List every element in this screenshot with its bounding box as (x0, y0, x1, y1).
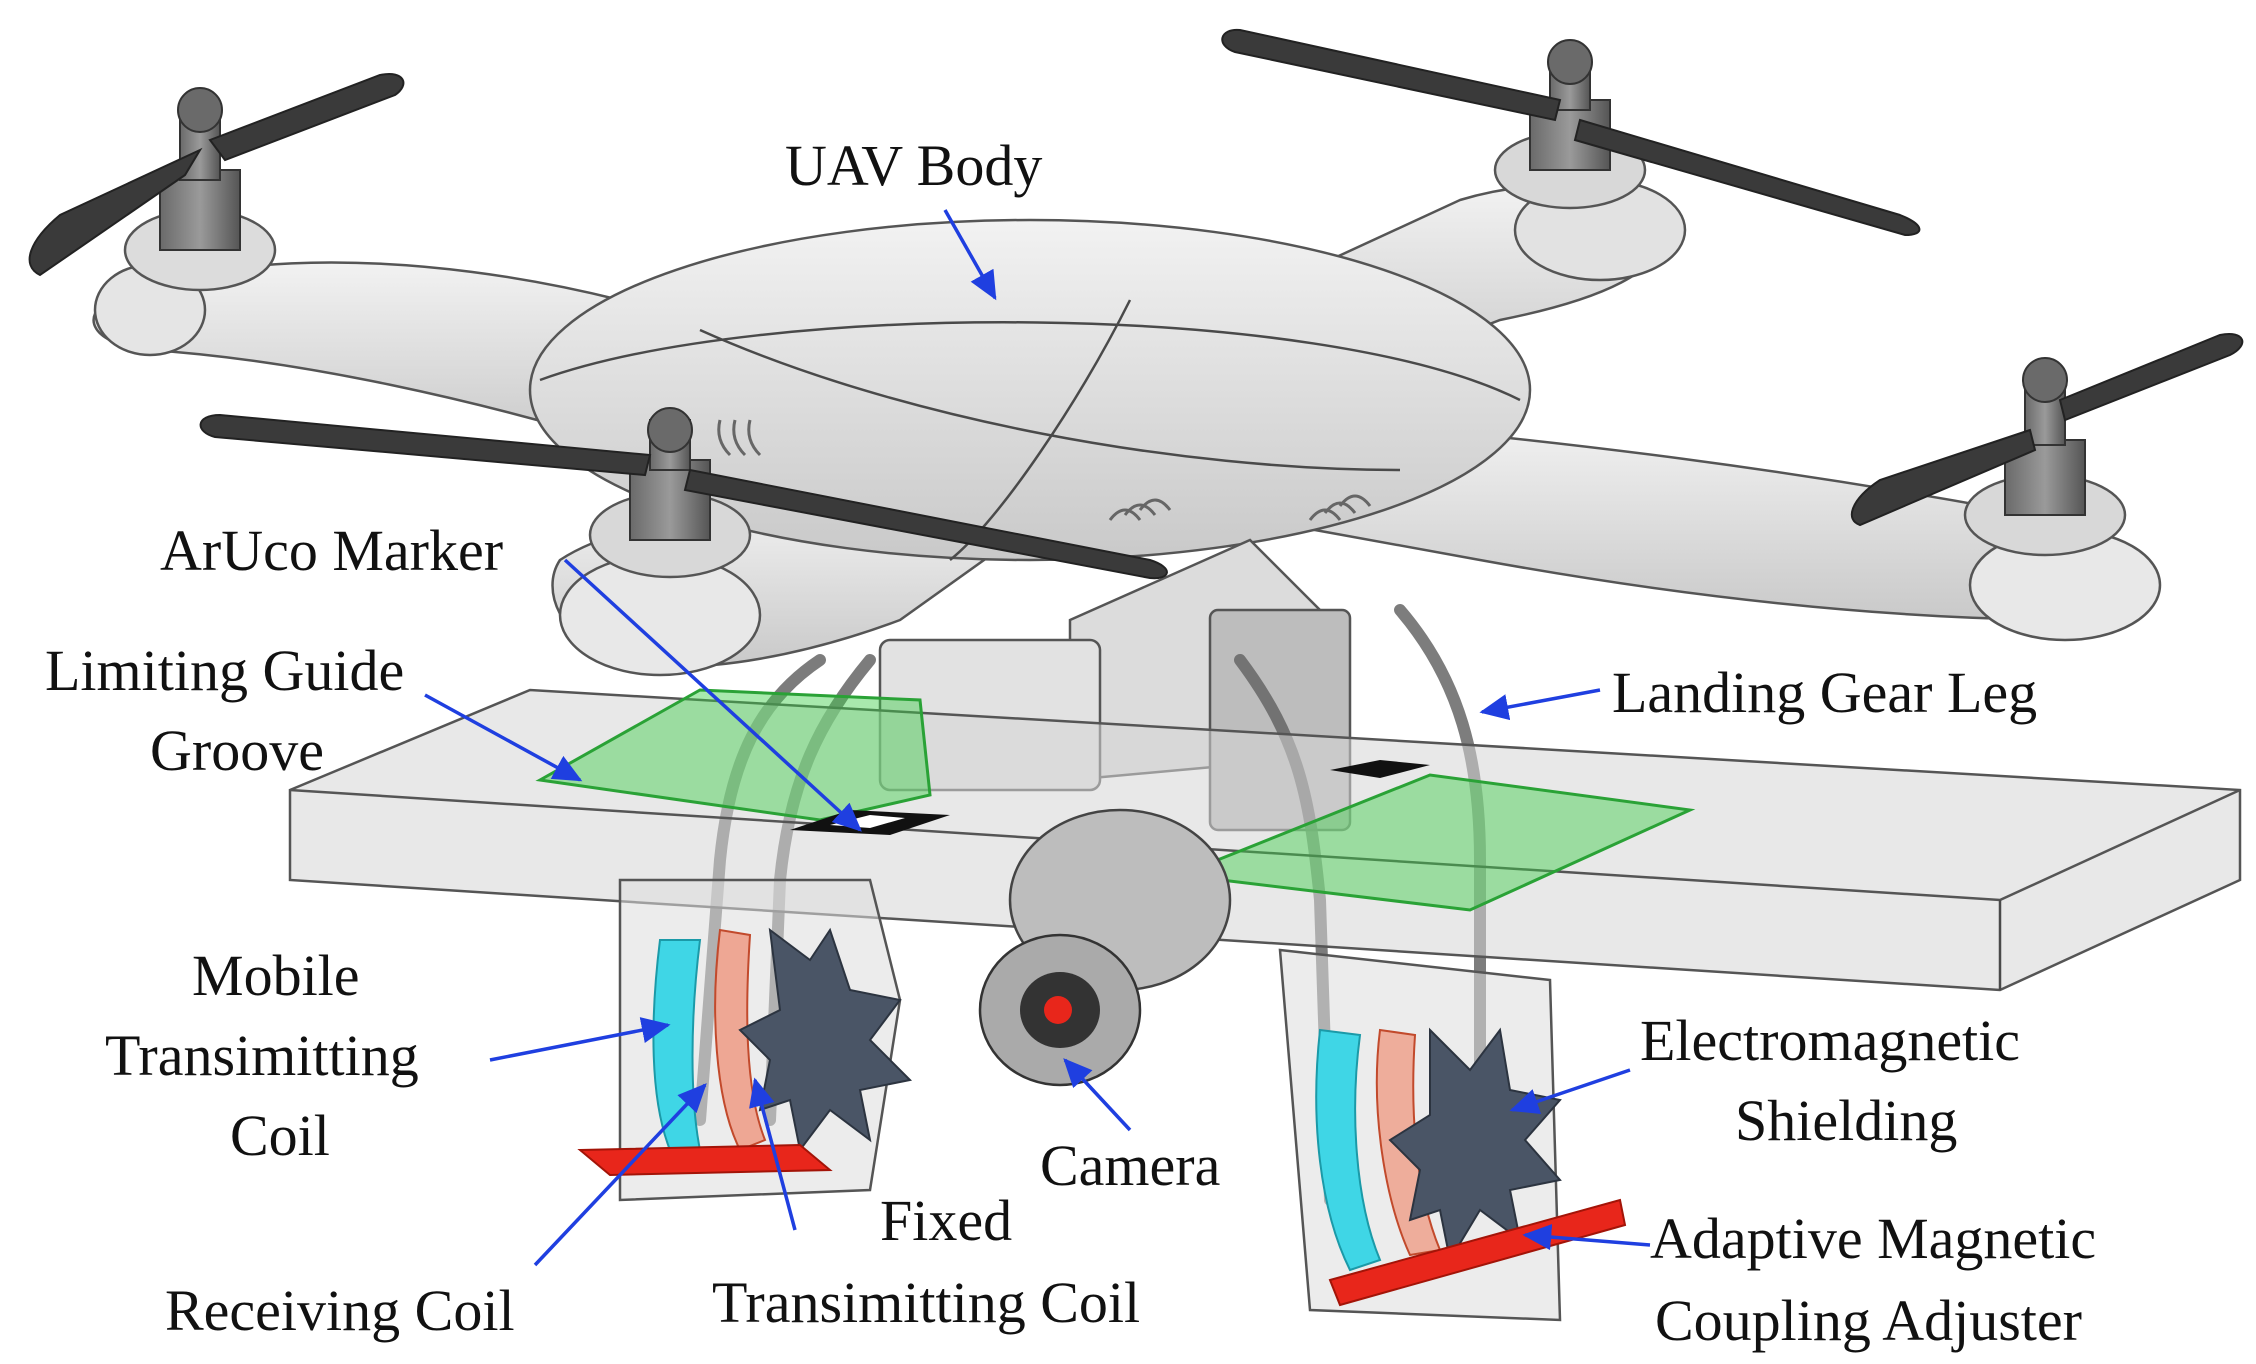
propeller-front-left-b (208, 73, 405, 162)
label-landing-gear-leg: Landing Gear Leg (1612, 660, 2037, 725)
camera-lens (1044, 996, 1072, 1024)
label-fixed-coil-2: Transimitting Coil (712, 1270, 1140, 1335)
label-electromagnetic-shielding-1: Electromagnetic (1640, 1008, 2020, 1073)
propeller-front-b (683, 468, 1168, 580)
arrow-limiting-guide-groove (424, 693, 583, 782)
propeller-right-b (2058, 333, 2244, 422)
motor-front-left (93, 87, 277, 357)
propeller-front-left-a (28, 147, 203, 277)
arrow-fixed-coil (749, 1077, 797, 1231)
label-aruco-marker: ArUco Marker (160, 518, 503, 583)
annotation-arrows (424, 209, 1651, 1267)
label-electromagnetic-shielding-2: Shielding (1735, 1088, 1957, 1153)
arrow-landing-gear-leg (1479, 688, 1601, 721)
vent-slots (717, 419, 1372, 521)
guide-groove-right (1179, 773, 1696, 912)
arrow-uav-body (943, 209, 997, 301)
labels: UAV Body ArUco Marker Limiting Guide Gro… (45, 133, 2096, 1353)
left-coil-module (577, 878, 913, 1202)
arrow-adjuster (1522, 1224, 1651, 1251)
guide-groove-left (535, 688, 932, 822)
motor-front (558, 407, 762, 677)
label-limiting-guide-groove-2: Groove (150, 718, 324, 783)
label-receiving-coil: Receiving Coil (165, 1278, 515, 1343)
label-adjuster-2: Coupling Adjuster (1655, 1288, 2082, 1353)
arrow-mobile-coil (489, 1017, 671, 1062)
camera-gimbal (978, 808, 1232, 1087)
central-hull (528, 218, 1532, 562)
propeller-back-right-a (1221, 28, 1562, 122)
label-fixed-coil-1: Fixed (880, 1188, 1012, 1253)
label-mobile-coil-2: Transimitting (105, 1023, 419, 1088)
propeller-front-a (199, 413, 652, 477)
motor-right (1963, 357, 2162, 642)
label-adjuster-1: Adaptive Magnetic (1650, 1206, 2096, 1271)
label-mobile-coil-3: Coil (230, 1103, 330, 1168)
adjuster-left (577, 1143, 833, 1177)
arrow-aruco-marker (563, 558, 862, 832)
arrow-receiving-coil (533, 1083, 707, 1267)
label-uav-body: UAV Body (785, 133, 1042, 198)
arrow-electromagnetic-shielding (1509, 1068, 1631, 1115)
label-mobile-coil-1: Mobile (192, 943, 360, 1008)
label-camera: Camera (1040, 1133, 1220, 1198)
electromagnetic-shield-left (738, 927, 913, 1153)
arrow-camera (1063, 1058, 1132, 1132)
label-limiting-guide-groove-1: Limiting Guide (45, 638, 404, 703)
propeller-back-right-b (1573, 118, 1921, 237)
right-coil-module (1278, 948, 1627, 1322)
propeller-right-a (1850, 428, 2037, 527)
